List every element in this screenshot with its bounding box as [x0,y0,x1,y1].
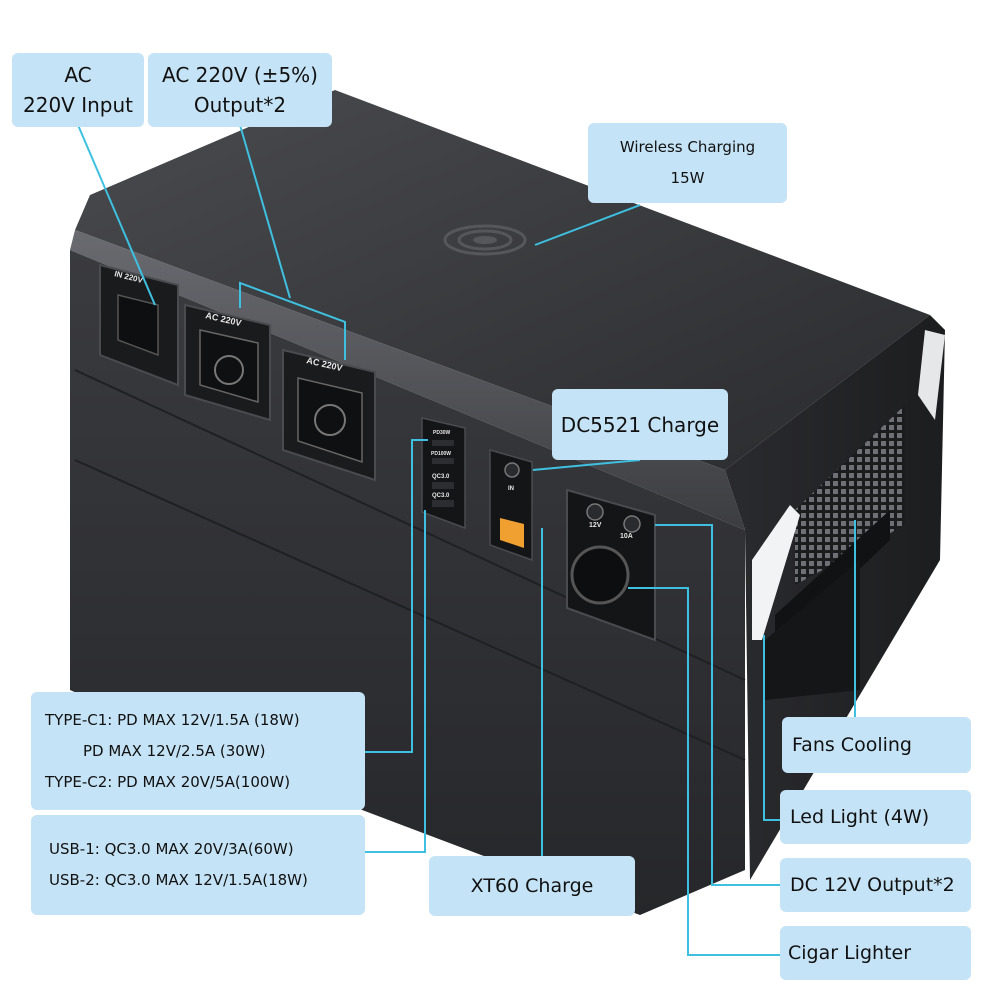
ac-outlet-1 [184,303,271,422]
dc12v-text: DC 12V Output*2 [790,874,955,896]
usb-line1: USB-1: QC3.0 MAX 20V/3A(60W) [49,840,294,858]
front-seam-2 [74,459,746,761]
label-10a: 10A [620,533,633,540]
label-dc-in: IN [508,486,514,492]
ac-output-line1: AC 220V (±5%) [162,63,318,87]
cigar-socket [570,545,630,605]
callout-usb: USB-1: QC3.0 MAX 20V/3A(60W) USB-2: QC3.… [31,815,365,915]
leader-ac-output [239,124,291,299]
side-handle-lower [765,560,860,700]
dc-xt60-panel [489,449,533,562]
leader-type-c [365,439,428,753]
label-pd100: PD100W [431,451,451,457]
ac-output-line2: Output*2 [193,93,287,117]
wireless-line1: Wireless Charging [619,138,756,156]
callout-xt60-charge: XT60 Charge [429,856,635,916]
leader-usb [365,510,426,853]
ac-input-socket [99,263,179,387]
callout-ac-input: AC 220V Input [12,53,144,127]
type-c-line3: TYPE-C2: PD MAX 20V/5A(100W) [45,772,291,791]
leader-ac-input [77,124,156,306]
fans-text: Fans Cooling [792,734,912,756]
led-light-strip-top [918,330,945,420]
usb-port-panel [421,417,466,530]
xt60-text: XT60 Charge [470,875,594,897]
label-12v: 12V [589,522,602,529]
ac-input-line1: AC [64,63,92,87]
wireless-line2: 15W [670,169,705,187]
ac-outlet-2 [282,348,376,482]
callout-dc12v-output: DC 12V Output*2 [780,858,971,912]
dc5521-text: DC5521 Charge [560,412,720,437]
wireless-charging-icon [443,224,527,256]
leader-lines [77,124,856,956]
cigar-text: Cigar Lighter [788,942,912,964]
leader-dc12v [655,524,780,886]
type-c-line2: PD MAX 12V/2.5A (30W) [83,741,266,760]
device-top [75,90,930,470]
xt60-port [500,518,524,548]
led-text: Led Light (4W) [790,806,930,828]
leader-dc5521 [532,459,641,471]
callout-cigar-lighter: Cigar Lighter [780,926,971,980]
leader-led [763,635,780,821]
ac-input-line2: 220V Input [23,93,133,117]
label-qc-2: QC3.0 [432,493,450,499]
leader-cigar [628,587,780,956]
callout-dc5521-charge: DC5521 Charge [552,389,728,460]
leader-wireless [534,204,641,246]
callout-type-c: TYPE-C1: PD MAX 12V/1.5A (18W) PD MAX 12… [31,692,365,810]
type-c-line1: TYPE-C1: PD MAX 12V/1.5A (18W) [45,710,300,729]
label-qc-1: QC3.0 [432,474,450,480]
leader-ac-output-bracket [239,281,346,360]
led-light-strip [752,505,800,640]
dc12v-cigar-panel [566,488,656,642]
label-pd: PD30W [433,430,451,436]
usb-line2: USB-2: QC3.0 MAX 12V/1.5A(18W) [49,871,308,889]
callout-led-light: Led Light (4W) [780,790,971,844]
callout-ac-output: AC 220V (±5%) Output*2 [148,53,332,127]
callout-wireless-charging: Wireless Charging 15W [588,123,787,203]
callout-fans-cooling: Fans Cooling [782,717,971,773]
